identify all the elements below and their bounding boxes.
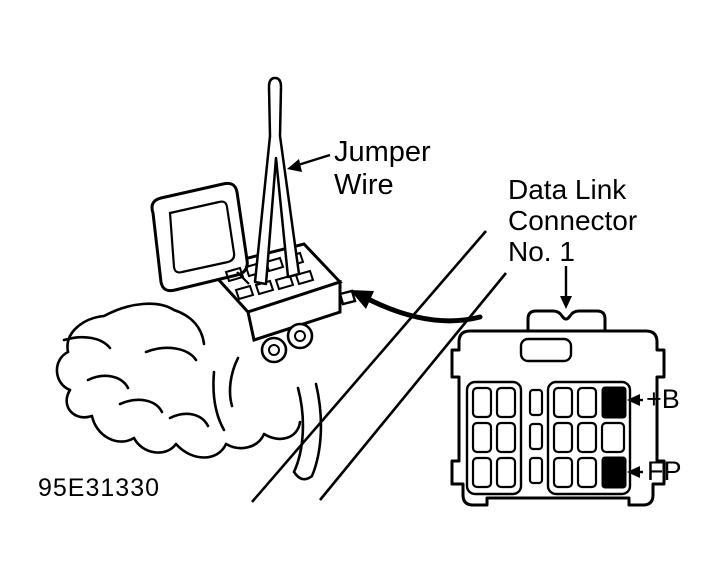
jumper-wire-drawing <box>253 76 301 286</box>
connector-pointer-arrow <box>560 266 572 309</box>
pin-b-arrow <box>627 394 643 406</box>
pin-cell <box>576 421 598 454</box>
jumper-wire-shape <box>253 76 301 286</box>
pin-fp-arrow-head <box>627 466 640 478</box>
pin-cell <box>471 386 493 419</box>
pin-b-arrow-head <box>627 394 640 406</box>
pin-cell <box>495 456 517 489</box>
pinout-lock-tab <box>519 337 573 363</box>
connector-boss-2-hole <box>268 344 280 356</box>
connector-boss-1 <box>286 322 314 350</box>
connector-boss-1-hole <box>294 330 306 342</box>
data-link-connector-label: Data Link Connector No. 1 <box>508 174 638 267</box>
jumper-wire-pointer-head <box>287 159 302 172</box>
pinout-top-tab <box>526 309 607 331</box>
pin-cell-narrow <box>528 388 544 417</box>
attention-arrow-head <box>350 290 374 309</box>
pin-cell <box>495 386 517 419</box>
connector-boss-2 <box>260 336 288 364</box>
connector-open-cover <box>150 181 249 293</box>
panel-edge-line-long <box>251 230 487 503</box>
pin-cell-narrow <box>528 422 544 451</box>
pin-cell <box>576 456 598 489</box>
pinout-left-frame <box>465 380 523 496</box>
engine-outline <box>55 302 323 481</box>
attention-arrow <box>350 290 483 324</box>
pin-cell <box>552 421 574 454</box>
pinout-diagram <box>450 309 666 507</box>
pin-cell <box>576 386 598 419</box>
pin-b-cell <box>601 386 627 419</box>
engine-illustration <box>55 302 323 481</box>
pin-fp-label: FP <box>647 456 682 486</box>
pin-fp-cell <box>601 456 627 489</box>
connector-side-tab <box>338 289 357 306</box>
pin-fp-arrow <box>627 466 643 478</box>
connector-assembly <box>150 181 357 364</box>
panel-edge-line-short <box>318 272 508 501</box>
pin-cell-narrow <box>528 456 544 485</box>
jumper-wire-pointer-arrow <box>287 153 331 172</box>
figure-code: 95E31330 <box>38 474 161 502</box>
pinout-right-frame <box>546 380 632 496</box>
connector-cover-inner <box>168 200 236 274</box>
attention-arrow-line <box>365 296 483 324</box>
panel-edge-lines <box>251 230 508 503</box>
pin-cell <box>495 421 517 454</box>
jumper-wire-pointer-line <box>297 153 331 167</box>
connector-pointer-head <box>560 296 572 309</box>
pin-cell <box>552 456 574 489</box>
pin-cell <box>471 421 493 454</box>
pin-cell <box>552 386 574 419</box>
pin-b-label: +B <box>646 384 680 414</box>
pin-cell <box>600 421 626 454</box>
pin-cell <box>471 456 493 489</box>
jumper-wire-label: Jumper Wire <box>334 136 431 201</box>
connector-body-front-face <box>246 279 342 342</box>
